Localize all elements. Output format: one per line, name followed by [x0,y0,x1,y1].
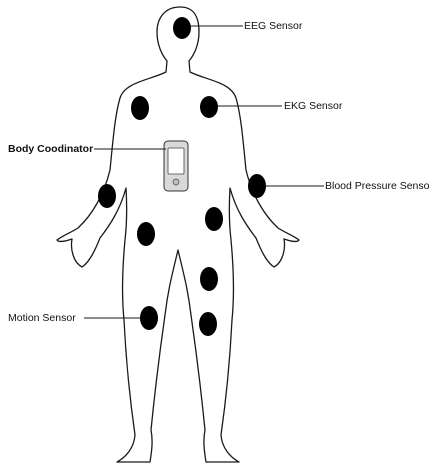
ekg-sensor-dot [200,96,218,118]
right-arm-sensor-dot [98,184,116,208]
knee-sensor-dot [199,312,217,336]
motion-sensor-dot [140,306,158,330]
eeg-sensor-dot [173,17,191,39]
human-body-outline [57,7,299,462]
ekg-sensor-label: EKG Sensor [284,101,342,112]
blood-pressure-sensor-label: Blood Pressure Senso [325,181,429,192]
eeg-sensor-label: EEG Sensor [244,21,302,32]
chest-sensor-dot [131,96,149,120]
thigh-sensor-dot [200,267,218,291]
hip-sensor-dot [137,222,155,246]
body-coordinator-label: Body Coodinator [8,144,93,155]
abdomen-sensor-dot [205,207,223,231]
motion-sensor-label: Motion Sensor [8,313,76,324]
blood-pressure-sensor-dot [248,174,266,198]
coordinator-device-icon [164,141,188,191]
